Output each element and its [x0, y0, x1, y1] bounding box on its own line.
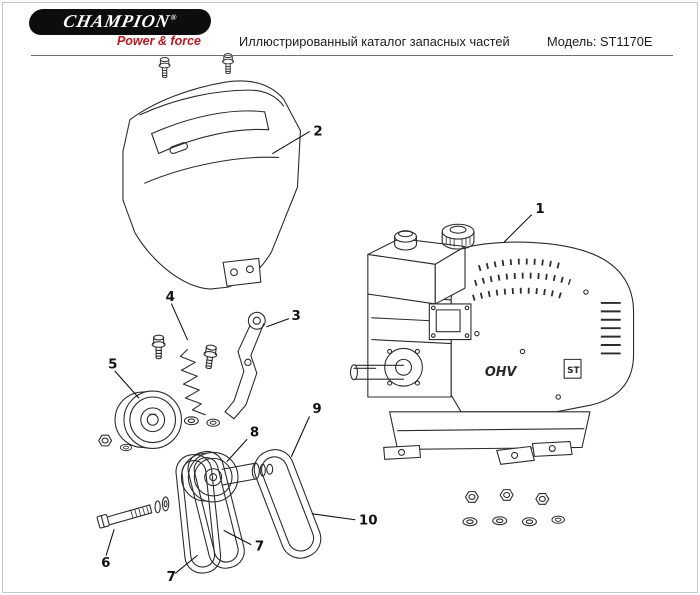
- callout-10-label: 10: [359, 514, 378, 529]
- part-pulley: [98, 390, 183, 452]
- part-hardware-set: [462, 489, 565, 527]
- part-belt-c: [253, 449, 322, 559]
- callout-7b-label: 7: [167, 570, 176, 585]
- part-belt-b: [187, 450, 245, 569]
- champion-logo-banner: CHAMPION®: [26, 9, 214, 35]
- brand-name: CHAMPION®: [61, 11, 179, 31]
- callout-9: 9: [290, 402, 322, 457]
- callout-10: 10: [311, 513, 378, 529]
- callout-6-label: 6: [101, 556, 110, 571]
- engine-ohv-label: OHV: [485, 365, 518, 380]
- callout-3: 3: [266, 309, 301, 328]
- parts-diagram: OHV ST: [96, 53, 635, 585]
- callout-5: 5: [108, 357, 140, 399]
- part-bracket: [224, 311, 266, 420]
- callout-1: 1: [504, 202, 545, 243]
- callout-4-label: 4: [166, 290, 175, 305]
- callout-9-label: 9: [312, 402, 321, 417]
- part-belt-cover: [122, 80, 301, 290]
- callout-8: 8: [226, 426, 259, 462]
- header-divider: [31, 55, 673, 56]
- part-belt-a: [175, 453, 222, 574]
- brand-tagline: Power & force: [116, 34, 201, 48]
- callout-6: 6: [101, 529, 115, 571]
- registered-mark: ®: [169, 13, 179, 22]
- callouts: 1 2 3 4 5 6 7: [101, 125, 545, 585]
- part-cover-bolts: [158, 53, 234, 79]
- part-engine: OHV ST: [349, 223, 635, 460]
- callout-2: 2: [272, 125, 323, 155]
- champion-logo: CHAMPION® Power & force: [26, 9, 214, 48]
- engine-badge: ST: [567, 366, 580, 376]
- callout-5-label: 5: [108, 357, 117, 372]
- model-label: Модель: ST1170E: [547, 34, 653, 49]
- callout-8-label: 8: [250, 426, 259, 441]
- callout-7a-label: 7: [255, 539, 264, 554]
- part-plate: [496, 445, 535, 465]
- callout-7a: 7: [223, 530, 264, 554]
- callout-7b: 7: [167, 554, 198, 585]
- part-idler-pulley: [180, 451, 274, 503]
- part-bolt: [96, 496, 170, 529]
- callout-1-label: 1: [535, 202, 544, 217]
- part-tension-spring: [151, 334, 220, 427]
- callout-2-label: 2: [313, 125, 322, 140]
- callout-3-label: 3: [292, 309, 301, 324]
- document-title: Иллюстрированный каталог запасных частей: [239, 34, 510, 49]
- callout-4: 4: [166, 290, 188, 341]
